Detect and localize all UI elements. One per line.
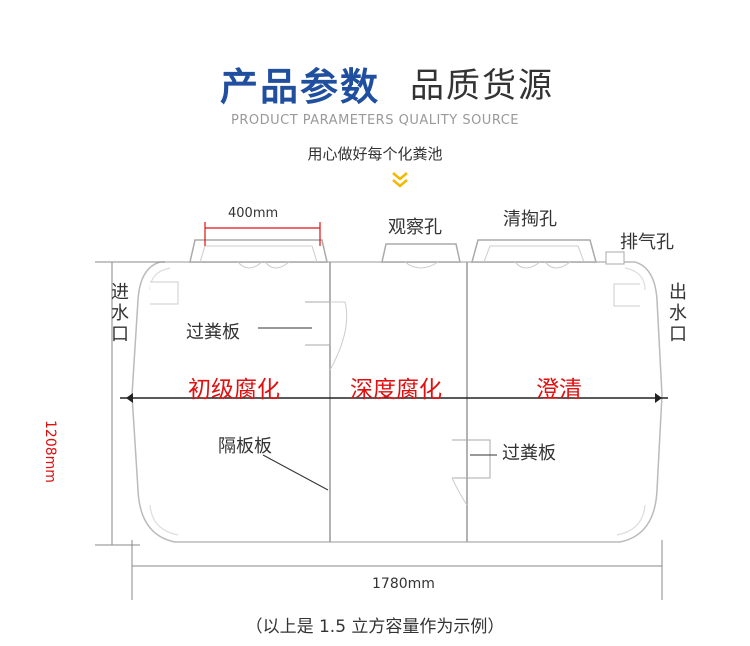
label-baffle-2: 过粪板	[502, 443, 556, 464]
manhole-observation	[381, 243, 461, 263]
tank-body	[131, 261, 663, 543]
dim-top: 400mm	[228, 206, 279, 221]
english-subtitle: PRODUCT PARAMETERS QUALITY SOURCE	[231, 113, 519, 128]
baffle-right	[452, 439, 491, 479]
footnote: （以上是 1.5 立方容量作为示例）	[245, 617, 505, 637]
outlet-pipe	[613, 283, 640, 307]
zone-deep: 深度腐化	[350, 377, 442, 403]
page-title: 产品参数	[220, 65, 381, 109]
dim-width: 1780mm	[372, 576, 435, 592]
vent-pipe	[605, 251, 625, 265]
slogan: 用心做好每个化粪池	[307, 145, 443, 163]
label-inlet: 进水口	[111, 282, 129, 345]
manhole-cleaning	[471, 239, 597, 263]
label-cleaning-hole: 清掏孔	[503, 209, 557, 230]
chevron-down-icon	[392, 172, 408, 188]
baffle-left	[305, 301, 331, 346]
page-title-secondary: 品质货源	[410, 66, 554, 106]
dim-height: 1208mm	[42, 420, 58, 483]
zone-primary: 初级腐化	[188, 377, 280, 403]
label-partition: 隔板板	[218, 436, 272, 457]
label-observation-hole: 观察孔	[388, 217, 442, 238]
label-vent-hole: 排气孔	[620, 232, 674, 253]
zone-clarify: 澄清	[536, 377, 582, 403]
manhole-left	[189, 239, 328, 263]
inlet-pipe	[150, 281, 179, 305]
label-outlet: 出水口	[669, 282, 687, 345]
label-baffle-1: 过粪板	[186, 322, 240, 343]
